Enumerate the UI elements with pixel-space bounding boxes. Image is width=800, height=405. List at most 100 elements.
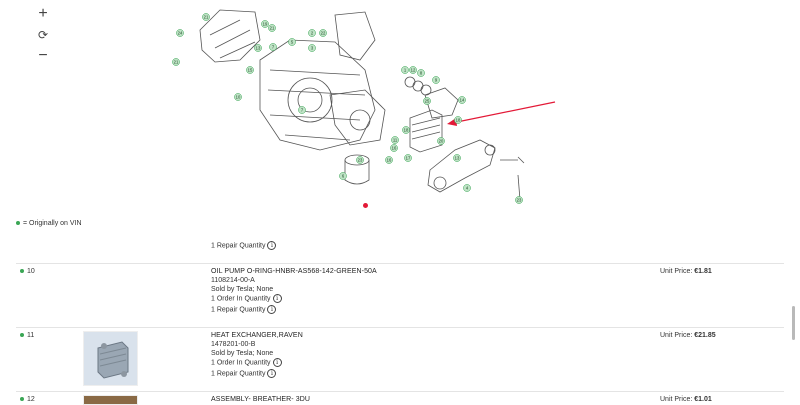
svg-text:11: 11 [393, 138, 398, 143]
info-icon[interactable]: i [267, 369, 277, 378]
svg-text:21: 21 [270, 26, 275, 31]
unit-price: Unit Price: €21.85 [660, 332, 716, 339]
green-dot-icon [16, 221, 20, 226]
part-name[interactable]: HEAT EXCHANGER,RAVEN [211, 332, 303, 339]
green-dot-icon [20, 269, 24, 274]
callout-badge[interactable]: 3 [308, 44, 316, 52]
part-name[interactable]: ASSEMBLY- BREATHER- 3DU [211, 396, 311, 403]
callout-badge[interactable]: 10 [234, 93, 242, 101]
svg-text:12: 12 [411, 68, 416, 73]
part-name[interactable]: OIL PUMP O-RING-HNBR-AS568-142-GREEN-50A [211, 268, 377, 275]
svg-text:23: 23 [358, 158, 363, 163]
svg-text:10: 10 [236, 95, 241, 100]
callout-badge[interactable]: 22 [319, 29, 327, 37]
svg-text:9: 9 [435, 78, 438, 83]
svg-text:13: 13 [455, 156, 460, 161]
svg-text:14: 14 [460, 98, 465, 103]
svg-text:2: 2 [311, 31, 314, 36]
diagram-drawing [199, 9, 525, 201]
svg-text:13: 13 [256, 46, 261, 51]
callout-badge[interactable]: 14 [458, 96, 466, 104]
svg-text:20: 20 [439, 139, 444, 144]
green-dot-icon [20, 397, 24, 402]
item-number: 11 [20, 332, 34, 339]
reset-view-button[interactable]: ⟳ [37, 28, 49, 42]
callout-badge[interactable]: 25 [423, 97, 431, 105]
info-icon[interactable]: i [267, 305, 277, 314]
svg-text:3: 3 [311, 46, 314, 51]
row-divider [16, 327, 784, 328]
callout-badge[interactable]: 13 [453, 154, 461, 162]
svg-text:19: 19 [263, 22, 268, 27]
svg-text:15: 15 [248, 68, 253, 73]
callout-badge[interactable]: 2 [308, 29, 316, 37]
zoom-out-button[interactable]: − [38, 47, 48, 64]
part-number: 1108214-00-A [211, 277, 255, 284]
item-number: 10 [20, 268, 35, 275]
callout-badge[interactable]: 1 [401, 66, 409, 74]
legend-text: = Originally on VIN [23, 220, 82, 227]
callout-badge[interactable]: 16 [385, 156, 393, 164]
callout-badge[interactable]: 18 [454, 116, 462, 124]
item-number: 12 [20, 396, 35, 403]
svg-text:16: 16 [387, 158, 392, 163]
green-dot-icon [20, 333, 24, 338]
svg-text:18: 18 [456, 118, 461, 123]
unit-price: Unit Price: €1.01 [660, 396, 712, 403]
svg-text:6: 6 [342, 174, 345, 179]
callout-badge[interactable]: 9 [432, 76, 440, 84]
part-thumbnail[interactable] [83, 395, 138, 405]
info-icon[interactable]: i [267, 241, 277, 250]
svg-text:16: 16 [392, 146, 397, 151]
svg-text:22: 22 [321, 31, 326, 36]
callout-badge[interactable]: 21 [172, 58, 180, 66]
callout-badge[interactable]: 18 [402, 126, 410, 134]
callout-badge[interactable]: 21 [268, 24, 276, 32]
sold-by: Sold by Tesla; None [211, 286, 274, 293]
row-divider [16, 391, 784, 392]
callout-badge[interactable]: 23 [356, 156, 364, 164]
callout-badge[interactable]: 24 [176, 29, 184, 37]
callout-badge[interactable]: 5 [288, 38, 296, 46]
vin-legend: = Originally on VIN [16, 220, 82, 227]
callout-badge[interactable]: 20 [437, 137, 445, 145]
svg-text:25: 25 [425, 99, 430, 104]
scrollbar-thumb[interactable] [792, 306, 795, 340]
unit-price: Unit Price: €1.81 [660, 268, 712, 275]
info-icon[interactable]: i [272, 358, 282, 367]
sold-by: Sold by Tesla; None [211, 350, 274, 357]
svg-text:4: 4 [466, 186, 469, 191]
svg-text:7: 7 [301, 108, 304, 113]
callout-badge[interactable]: 7 [269, 43, 277, 51]
zoom-in-button[interactable]: + [38, 5, 48, 22]
callout-badge[interactable]: 15 [246, 66, 254, 74]
callout-badge[interactable]: 21 [202, 13, 210, 21]
svg-text:7: 7 [272, 45, 275, 50]
svg-text:24: 24 [178, 31, 183, 36]
carousel-dot-active[interactable] [363, 203, 368, 208]
svg-text:1: 1 [404, 68, 407, 73]
callout-badge[interactable]: 8 [417, 69, 425, 77]
callout-badge[interactable]: 17 [404, 154, 412, 162]
svg-text:5: 5 [291, 40, 294, 45]
info-icon[interactable]: i [272, 294, 282, 303]
callout-badge[interactable]: 6 [339, 172, 347, 180]
callout-badge[interactable]: 13 [254, 44, 262, 52]
svg-text:18: 18 [404, 128, 409, 133]
callout-badge[interactable]: 23 [515, 196, 523, 204]
row-divider [16, 263, 784, 264]
callout-badge[interactable]: 12 [409, 66, 417, 74]
callout-badge[interactable]: 4 [463, 184, 471, 192]
part-thumbnail[interactable] [83, 331, 138, 386]
callout-badge[interactable]: 7 [298, 106, 306, 114]
callout-badge[interactable]: 16 [390, 144, 398, 152]
callout-badge[interactable]: 19 [261, 20, 269, 28]
callout-badge[interactable]: 11 [391, 136, 399, 144]
